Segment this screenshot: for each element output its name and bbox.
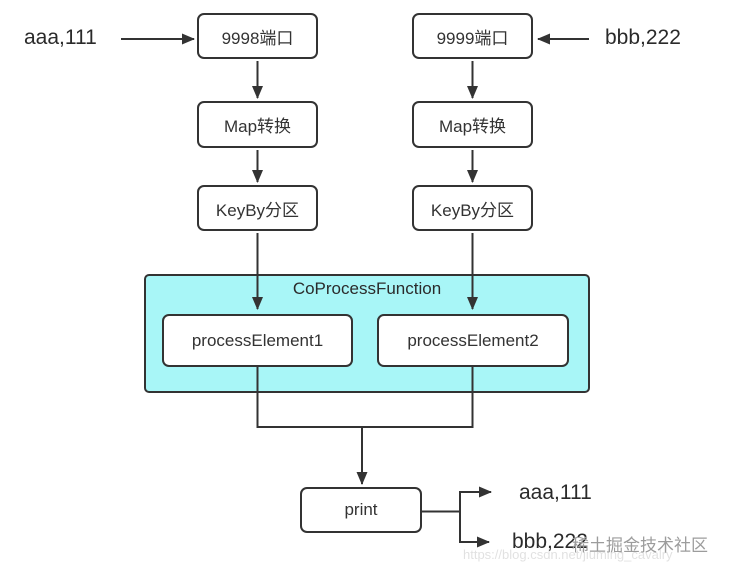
arrow-print-to-output-top <box>422 486 492 513</box>
node-process-element-1: processElement1 <box>162 314 353 367</box>
input-label-right: bbb,222 <box>605 26 681 49</box>
node-print-label: print <box>344 500 378 519</box>
output-label-top: aaa,111 <box>519 481 592 504</box>
node-port-9999-label: 9999端口 <box>436 28 509 48</box>
node-keyby-right: KeyBy分区 <box>412 185 533 231</box>
node-port-9998: 9998端口 <box>197 13 318 59</box>
watermark-site: 稀土掘金技术社区 <box>572 536 708 555</box>
node-map-right: Map转换 <box>412 101 533 148</box>
node-port-9998-label: 9998端口 <box>221 28 294 48</box>
coprocess-title: CoProcessFunction <box>292 279 442 298</box>
node-map-left: Map转换 <box>197 101 318 148</box>
node-keyby-left-label: KeyBy分区 <box>215 200 300 220</box>
arrow-print-to-output-bottom <box>459 511 490 548</box>
node-print: print <box>300 487 422 533</box>
node-process-element-1-label: processElement1 <box>191 330 324 350</box>
input-label-left: aaa,111 <box>24 26 97 49</box>
node-keyby-left: KeyBy分区 <box>197 185 318 231</box>
node-keyby-right-label: KeyBy分区 <box>430 200 515 220</box>
node-map-right-label: Map转换 <box>438 117 507 136</box>
node-process-element-2: processElement2 <box>377 314 569 367</box>
output-label-bottom: bbb,222 <box>512 530 588 553</box>
node-port-9999: 9999端口 <box>412 13 533 59</box>
watermark-url: https://blog.csdn.net/jiuming_cavalry <box>463 547 673 562</box>
node-process-element-2-label: processElement2 <box>407 330 539 350</box>
node-map-left-label: Map转换 <box>223 117 292 136</box>
